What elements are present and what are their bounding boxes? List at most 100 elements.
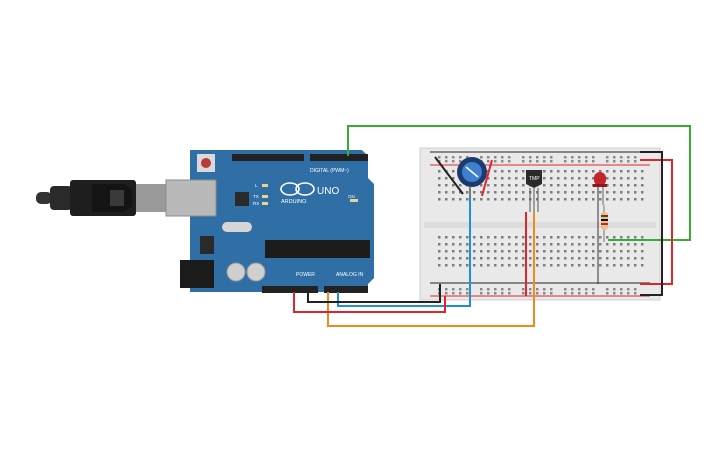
breadboard-hole[interactable]: [515, 264, 518, 267]
breadboard-hole[interactable]: [550, 250, 553, 253]
breadboard-hole[interactable]: [550, 257, 553, 260]
rail-hole[interactable]: [585, 292, 588, 295]
breadboard-hole[interactable]: [606, 250, 609, 253]
breadboard-hole[interactable]: [571, 264, 574, 267]
breadboard-hole[interactable]: [543, 170, 546, 173]
breadboard-hole[interactable]: [606, 170, 609, 173]
breadboard-hole[interactable]: [543, 184, 546, 187]
breadboard-hole[interactable]: [557, 177, 560, 180]
rail-hole[interactable]: [522, 156, 525, 159]
rail-hole[interactable]: [480, 288, 483, 291]
breadboard-hole[interactable]: [452, 198, 455, 201]
breadboard-hole[interactable]: [480, 198, 483, 201]
breadboard-hole[interactable]: [459, 264, 462, 267]
wire-black-gnd[interactable]: [307, 284, 441, 303]
breadboard-hole[interactable]: [529, 257, 532, 260]
breadboard-hole[interactable]: [585, 191, 588, 194]
wire-black-rail[interactable]: [640, 151, 663, 296]
breadboard-hole[interactable]: [550, 184, 553, 187]
breadboard-hole[interactable]: [578, 264, 581, 267]
breadboard-hole[interactable]: [501, 191, 504, 194]
breadboard-hole[interactable]: [606, 177, 609, 180]
breadboard-hole[interactable]: [445, 257, 448, 260]
breadboard-hole[interactable]: [473, 236, 476, 239]
rail-hole[interactable]: [508, 288, 511, 291]
breadboard-hole[interactable]: [557, 257, 560, 260]
breadboard-hole[interactable]: [564, 250, 567, 253]
breadboard-hole[interactable]: [480, 243, 483, 246]
breadboard-hole[interactable]: [571, 236, 574, 239]
breadboard-hole[interactable]: [529, 250, 532, 253]
breadboard-hole[interactable]: [480, 264, 483, 267]
rail-hole[interactable]: [487, 288, 490, 291]
breadboard-hole[interactable]: [452, 264, 455, 267]
breadboard-hole[interactable]: [634, 243, 637, 246]
breadboard-hole[interactable]: [571, 170, 574, 173]
rail-hole[interactable]: [536, 156, 539, 159]
rail-hole[interactable]: [578, 160, 581, 163]
rail-hole[interactable]: [522, 292, 525, 295]
breadboard-hole[interactable]: [536, 236, 539, 239]
rail-hole[interactable]: [550, 288, 553, 291]
breadboard-hole[interactable]: [613, 257, 616, 260]
breadboard-hole[interactable]: [564, 257, 567, 260]
breadboard-hole[interactable]: [641, 198, 644, 201]
usb-cable[interactable]: [36, 180, 168, 216]
breadboard-hole[interactable]: [438, 264, 441, 267]
breadboard-hole[interactable]: [613, 264, 616, 267]
breadboard-hole[interactable]: [578, 250, 581, 253]
breadboard-hole[interactable]: [536, 198, 539, 201]
breadboard-hole[interactable]: [508, 191, 511, 194]
breadboard-hole[interactable]: [473, 198, 476, 201]
breadboard-hole[interactable]: [620, 170, 623, 173]
breadboard-hole[interactable]: [452, 257, 455, 260]
breadboard-hole[interactable]: [641, 184, 644, 187]
rail-hole[interactable]: [487, 292, 490, 295]
breadboard-hole[interactable]: [620, 250, 623, 253]
breadboard-hole[interactable]: [620, 191, 623, 194]
breadboard-hole[interactable]: [578, 236, 581, 239]
breadboard-hole[interactable]: [641, 236, 644, 239]
rail-hole[interactable]: [592, 156, 595, 159]
breadboard-hole[interactable]: [438, 191, 441, 194]
breadboard-hole[interactable]: [466, 198, 469, 201]
rail-hole[interactable]: [564, 292, 567, 295]
breadboard-hole[interactable]: [445, 264, 448, 267]
breadboard-hole[interactable]: [438, 198, 441, 201]
breadboard-hole[interactable]: [466, 250, 469, 253]
breadboard-hole[interactable]: [515, 184, 518, 187]
breadboard-hole[interactable]: [494, 236, 497, 239]
rail-hole[interactable]: [536, 288, 539, 291]
breadboard-hole[interactable]: [613, 243, 616, 246]
breadboard-hole[interactable]: [543, 257, 546, 260]
breadboard-hole[interactable]: [494, 250, 497, 253]
breadboard-hole[interactable]: [522, 264, 525, 267]
breadboard-hole[interactable]: [599, 191, 602, 194]
breadboard-hole[interactable]: [592, 170, 595, 173]
breadboard-hole[interactable]: [522, 198, 525, 201]
rail-hole[interactable]: [627, 156, 630, 159]
rail-hole[interactable]: [578, 292, 581, 295]
breadboard-hole[interactable]: [592, 250, 595, 253]
breadboard-hole[interactable]: [585, 236, 588, 239]
rail-hole[interactable]: [571, 160, 574, 163]
rail-hole[interactable]: [508, 160, 511, 163]
breadboard-hole[interactable]: [543, 177, 546, 180]
breadboard-hole[interactable]: [480, 250, 483, 253]
breadboard-hole[interactable]: [529, 243, 532, 246]
breadboard-hole[interactable]: [627, 191, 630, 194]
breadboard-hole[interactable]: [487, 191, 490, 194]
rail-hole[interactable]: [627, 288, 630, 291]
breadboard-hole[interactable]: [494, 191, 497, 194]
breadboard-hole[interactable]: [494, 257, 497, 260]
rail-hole[interactable]: [494, 292, 497, 295]
breadboard-hole[interactable]: [620, 257, 623, 260]
rail-hole[interactable]: [529, 292, 532, 295]
breadboard-hole[interactable]: [592, 264, 595, 267]
breadboard-hole[interactable]: [634, 236, 637, 239]
breadboard-hole[interactable]: [515, 191, 518, 194]
breadboard-hole[interactable]: [585, 250, 588, 253]
breadboard-hole[interactable]: [452, 250, 455, 253]
breadboard-hole[interactable]: [578, 243, 581, 246]
breadboard-hole[interactable]: [564, 191, 567, 194]
